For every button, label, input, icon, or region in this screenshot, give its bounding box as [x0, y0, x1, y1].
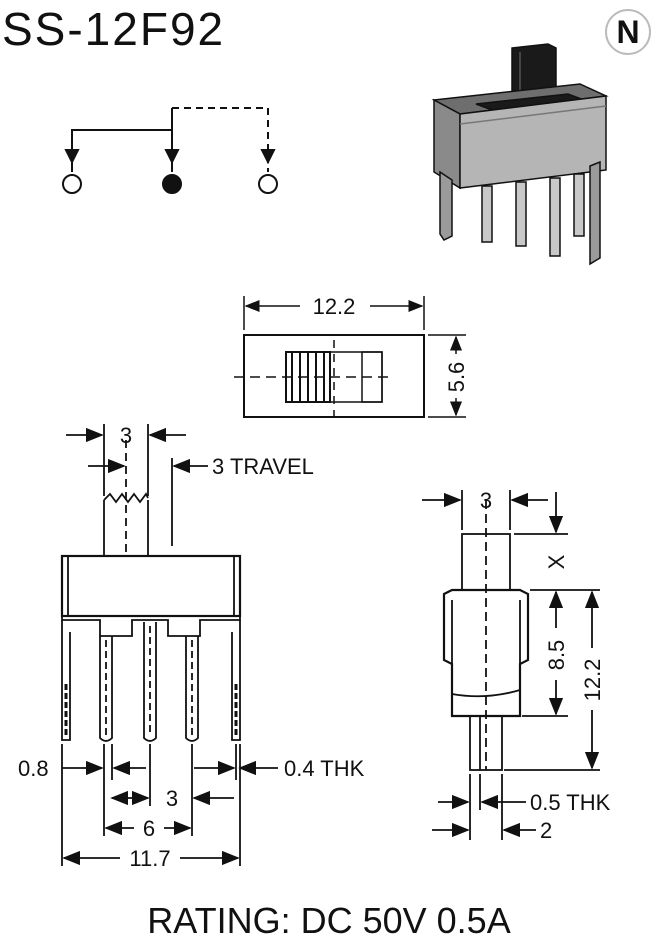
- side-pin-thickness-label: 0.5 THK: [530, 790, 611, 815]
- top-view-height-label: 5.6: [444, 362, 469, 393]
- front-pitch-label: 3: [166, 786, 178, 811]
- switch-3d-illustration: [431, 43, 609, 266]
- side-pin-offset-label: 2: [540, 818, 552, 843]
- side-overall-height-label: 12.2: [580, 659, 605, 702]
- front-overall-width-label: 11.7: [129, 846, 170, 871]
- top-view: [234, 296, 466, 424]
- front-view: [60, 424, 278, 866]
- logo-letter: N: [616, 14, 639, 50]
- side-actuator-width-label: 3: [480, 488, 492, 513]
- front-pin-width-label: 0.8: [18, 756, 49, 781]
- rating-caption: RATING: DC 50V 0.5A: [147, 900, 511, 941]
- top-view-width-label: 12.2: [313, 294, 356, 319]
- brand-logo: N: [605, 9, 651, 55]
- page-title: SS-12F92: [2, 3, 226, 55]
- front-thickness-label: 0.4 THK: [284, 756, 365, 781]
- side-body-height-label: 8.5: [544, 640, 569, 671]
- front-actuator-width-label: 3: [120, 423, 132, 448]
- side-view: [422, 490, 600, 840]
- front-outer-pitch-label: 6: [143, 816, 155, 841]
- side-actuator-height-label: X: [544, 554, 569, 569]
- front-travel-label: 3 TRAVEL: [212, 454, 314, 479]
- switch-schematic: [62, 107, 278, 194]
